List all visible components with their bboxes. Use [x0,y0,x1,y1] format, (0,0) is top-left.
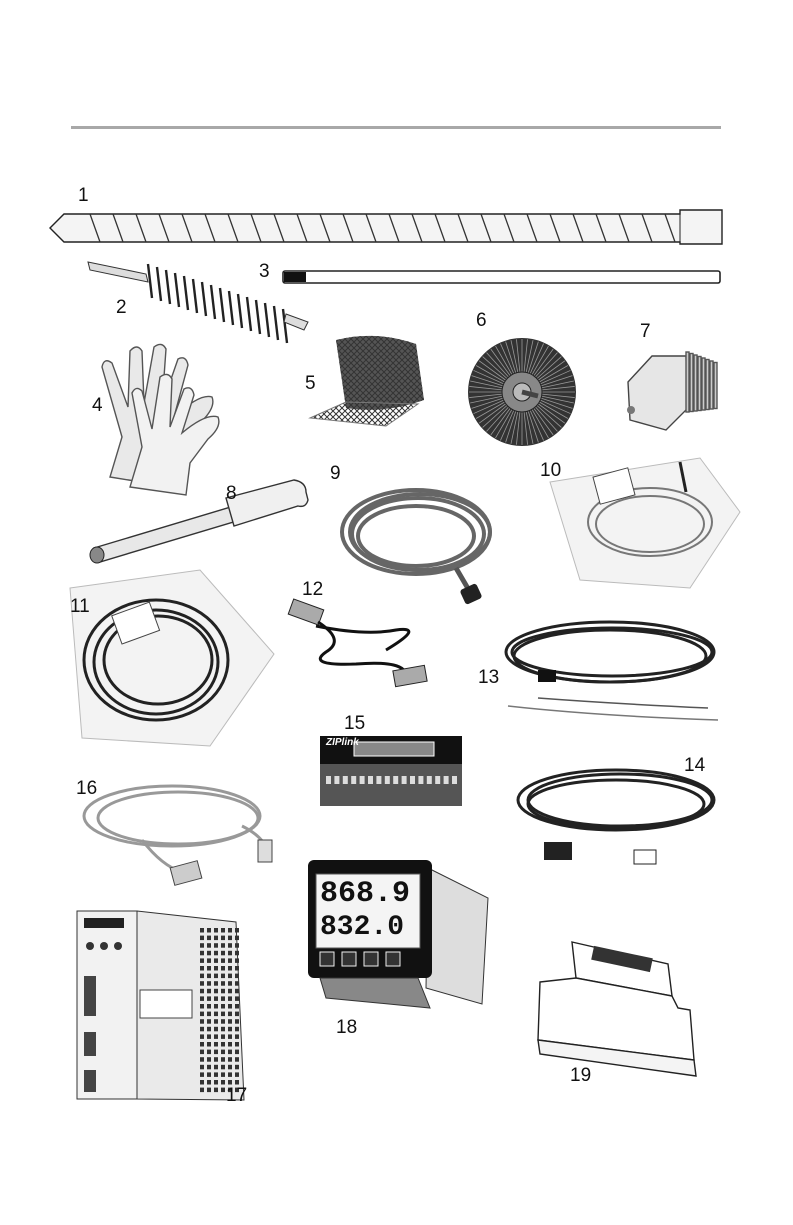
label-17: 17 [226,1086,247,1105]
label-4: 4 [92,396,103,415]
gloves-illustration [82,337,232,497]
label-9: 9 [330,464,341,483]
label-12: 12 [302,580,323,599]
label-14: 14 [684,756,705,775]
label-5: 5 [305,374,316,393]
label-7: 7 [640,322,651,341]
label-10: 10 [540,461,561,480]
connector-cable-illustration [286,600,436,692]
black-cable-coil-illustration [498,612,724,724]
wire-wheel-illustration [466,336,578,448]
label-15: 15 [344,714,365,733]
din-rail-module-illustration [518,936,708,1082]
label-6: 6 [476,311,487,330]
servo-drive-illustration [76,910,246,1100]
label-13: 13 [478,668,499,687]
serial-cable-illustration [82,776,292,896]
screw-illustration [50,208,722,248]
header-rule [71,126,721,129]
wire-mesh-illustration [306,330,436,430]
cleaning-brush-illustration [86,252,311,332]
tube-illustration [84,478,310,568]
label-18: 18 [336,1018,357,1037]
label-19: 19 [570,1066,591,1085]
encoder-cable-illustration [512,760,724,870]
bagged-black-cable-illustration [60,564,278,750]
threaded-plug-illustration [616,348,726,438]
label-2: 2 [116,298,127,317]
label-11: 11 [70,597,90,616]
terminal-logo: ZIPlink [326,737,359,748]
label-3: 3 [259,262,270,281]
display-lower-value: 832.0 [320,912,404,943]
display-upper-value: 868.9 [320,877,410,911]
label-1: 1 [78,186,89,205]
coiled-cable-illustration [336,480,506,610]
rod-illustration [282,268,722,286]
label-16: 16 [76,779,97,798]
bagged-cable-illustration [540,452,745,592]
label-8: 8 [226,484,237,503]
